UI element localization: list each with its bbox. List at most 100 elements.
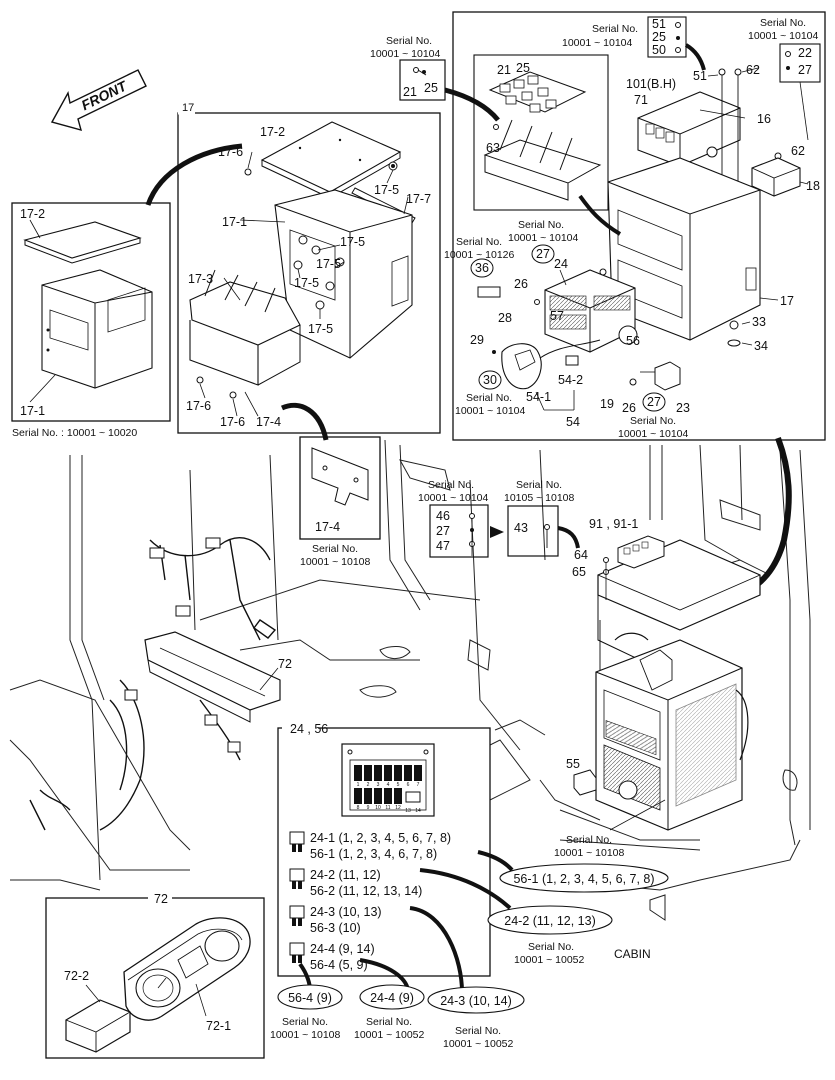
serial-21-25-range: 10001 ~ 10104 bbox=[370, 48, 441, 60]
label-29: 29 bbox=[470, 333, 484, 347]
fuse-num-4: 4 bbox=[387, 782, 390, 788]
fuse-num-14: 14 bbox=[415, 808, 421, 814]
label-54: 54 bbox=[566, 415, 580, 429]
serial-b2-range: 10001 ~ 10052 bbox=[354, 1029, 425, 1041]
serial-m2-range: 10105 ~ 10108 bbox=[504, 492, 575, 504]
fuse-icon-1 bbox=[289, 831, 305, 852]
label-72-2: 72-2 bbox=[64, 969, 89, 983]
fuse-num-10: 10 bbox=[375, 805, 381, 811]
label-24: 24 bbox=[554, 257, 568, 271]
fuse-icon-3 bbox=[289, 905, 305, 926]
cabin-label: CABIN bbox=[614, 947, 651, 961]
fuse-row-3-a: 24-3 (10, 13) bbox=[310, 905, 382, 919]
fuse-num-5: 5 bbox=[397, 782, 400, 788]
inset-instrument-cluster-72: 72 72-2 72-1 bbox=[45, 892, 265, 1059]
fuse-num-9: 9 bbox=[367, 805, 370, 811]
label-17-6-bottom-b: 17-6 bbox=[220, 415, 245, 429]
serial-21-25-label: Serial No. bbox=[386, 35, 432, 47]
label-19: 19 bbox=[600, 397, 614, 411]
serial-c1-range: 10001 ~ 10104 bbox=[508, 232, 579, 244]
serial-r1-label: Serial No. bbox=[566, 834, 612, 846]
label-17-box-b: 17 bbox=[182, 102, 194, 114]
serial-b3-range: 10001 ~ 10052 bbox=[443, 1038, 514, 1050]
label-91-91-1: 91 , 91-1 bbox=[589, 517, 638, 531]
fuse-num-2: 2 bbox=[367, 782, 370, 788]
label-71: 71 bbox=[634, 93, 648, 107]
serial-b3-label: Serial No. bbox=[455, 1025, 501, 1037]
fuse-row-2-a: 24-2 (11, 12) bbox=[310, 868, 381, 882]
fuse-row-1-a: 24-1 (1, 2, 3, 4, 5, 6, 7, 8) bbox=[310, 831, 451, 845]
callout-24-4: 24-4 (9) bbox=[359, 984, 425, 1010]
label-72-inset: 72 bbox=[154, 892, 168, 906]
label-26-b: 26 bbox=[622, 401, 636, 415]
front-direction-arrow: FRONT bbox=[50, 69, 147, 132]
label-17-6-bottom-a: 17-6 bbox=[186, 399, 211, 413]
label-65: 65 bbox=[572, 565, 586, 579]
inset-bolts-21-25: 21 25 bbox=[399, 59, 446, 101]
inset-box-17-assembly: 17-2 17-1 bbox=[11, 202, 171, 422]
serial-17-4-label: Serial No. bbox=[312, 543, 358, 555]
installed-control-unit: 91 , 91-1 64 65 55 bbox=[566, 517, 761, 831]
exploded-box-control-unit: 21 25 63 51 25 50 Serial No. 10001 ~ 101… bbox=[444, 11, 826, 441]
inset-bolt-43: 43 bbox=[507, 505, 559, 557]
serial-r1-range: 10001 ~ 10108 bbox=[554, 847, 625, 859]
serial-c3-label: Serial No. bbox=[466, 392, 512, 404]
instrument-panel-72: 72 bbox=[144, 631, 292, 723]
svg-text:24-3 (10, 14): 24-3 (10, 14) bbox=[440, 994, 512, 1008]
callout-56-1: 56-1 (1, 2, 3, 4, 5, 6, 7, 8) bbox=[499, 863, 669, 893]
label-54-2: 54-2 bbox=[558, 373, 583, 387]
serial-c3-range: 10001 ~ 10104 bbox=[455, 405, 526, 417]
label-17-4: 17-4 bbox=[315, 520, 340, 534]
circled-27-b: 27 bbox=[647, 395, 661, 409]
label-27-box: 27 bbox=[798, 63, 812, 77]
svg-text:56-4 (9): 56-4 (9) bbox=[288, 991, 332, 1005]
serial-c1-label: Serial No. bbox=[518, 219, 564, 231]
circled-27-a: 27 bbox=[536, 247, 550, 261]
label-54-1: 54-1 bbox=[526, 390, 551, 404]
callout-24-3: 24-3 (10, 14) bbox=[427, 986, 525, 1014]
label-17-1: 17-1 bbox=[222, 215, 247, 229]
circled-36: 36 bbox=[475, 261, 489, 275]
fuse-num-13: 13 bbox=[405, 808, 411, 814]
serial-m2-label: Serial No. bbox=[516, 479, 562, 491]
fuse-num-1: 1 bbox=[357, 782, 360, 788]
front-label: FRONT bbox=[79, 77, 131, 113]
label-17-5-b: 17-5 bbox=[340, 235, 365, 249]
label-62-b: 62 bbox=[791, 144, 805, 158]
label-17-5-e: 17-5 bbox=[308, 322, 333, 336]
serial-b2-label: Serial No. bbox=[366, 1016, 412, 1028]
serial-50-range: 10001 ~ 10104 bbox=[562, 37, 633, 49]
label-33: 33 bbox=[752, 315, 766, 329]
fuse-num-7: 7 bbox=[417, 782, 420, 788]
serial-24-2-range: 10001 ~ 10052 bbox=[514, 954, 585, 966]
fuse-row-1-b: 56-1 (1, 2, 3, 4, 6, 7, 8) bbox=[310, 847, 437, 861]
label-17-6-top: 17-6 bbox=[218, 145, 243, 159]
callout-24-2: 24-2 (11, 12, 13) bbox=[487, 905, 613, 935]
label-26-a: 26 bbox=[514, 277, 528, 291]
fuse-num-8: 8 bbox=[357, 805, 360, 811]
label-64: 64 bbox=[574, 548, 588, 562]
label-51: 51 bbox=[693, 69, 707, 83]
label-27-mid: 27 bbox=[436, 524, 450, 538]
fuse-num-11: 11 bbox=[385, 805, 390, 811]
label-51-box: 51 bbox=[652, 17, 666, 31]
fuse-row-2-b: 56-2 (11, 12, 13, 14) bbox=[310, 884, 422, 898]
label-50-box: 50 bbox=[652, 43, 666, 57]
label-55: 55 bbox=[566, 757, 580, 771]
serial-10001-10020: Serial No. : 10001 ~ 10020 bbox=[12, 427, 137, 439]
component-clamps bbox=[124, 537, 241, 753]
serial-c2-range: 10001 ~ 10126 bbox=[444, 249, 515, 261]
circled-30: 30 bbox=[483, 373, 497, 387]
fuse-icon-4 bbox=[289, 942, 305, 963]
label-17-2-inset: 17-2 bbox=[20, 207, 45, 221]
serial-b1-range: 10001 ~ 10108 bbox=[270, 1029, 341, 1041]
inset-17-4-bracket: 17-4 bbox=[299, 436, 381, 540]
serial-c4-range: 10001 ~ 10104 bbox=[618, 428, 689, 440]
label-17-2: 17-2 bbox=[260, 125, 285, 139]
fuse-row-bottom bbox=[354, 788, 421, 804]
fuse-row-3-b: 56-3 (10) bbox=[310, 921, 361, 935]
serial-50-label: Serial No. bbox=[592, 23, 638, 35]
label-25-box: 25 bbox=[652, 30, 666, 44]
label-21-inner: 21 bbox=[497, 63, 511, 77]
